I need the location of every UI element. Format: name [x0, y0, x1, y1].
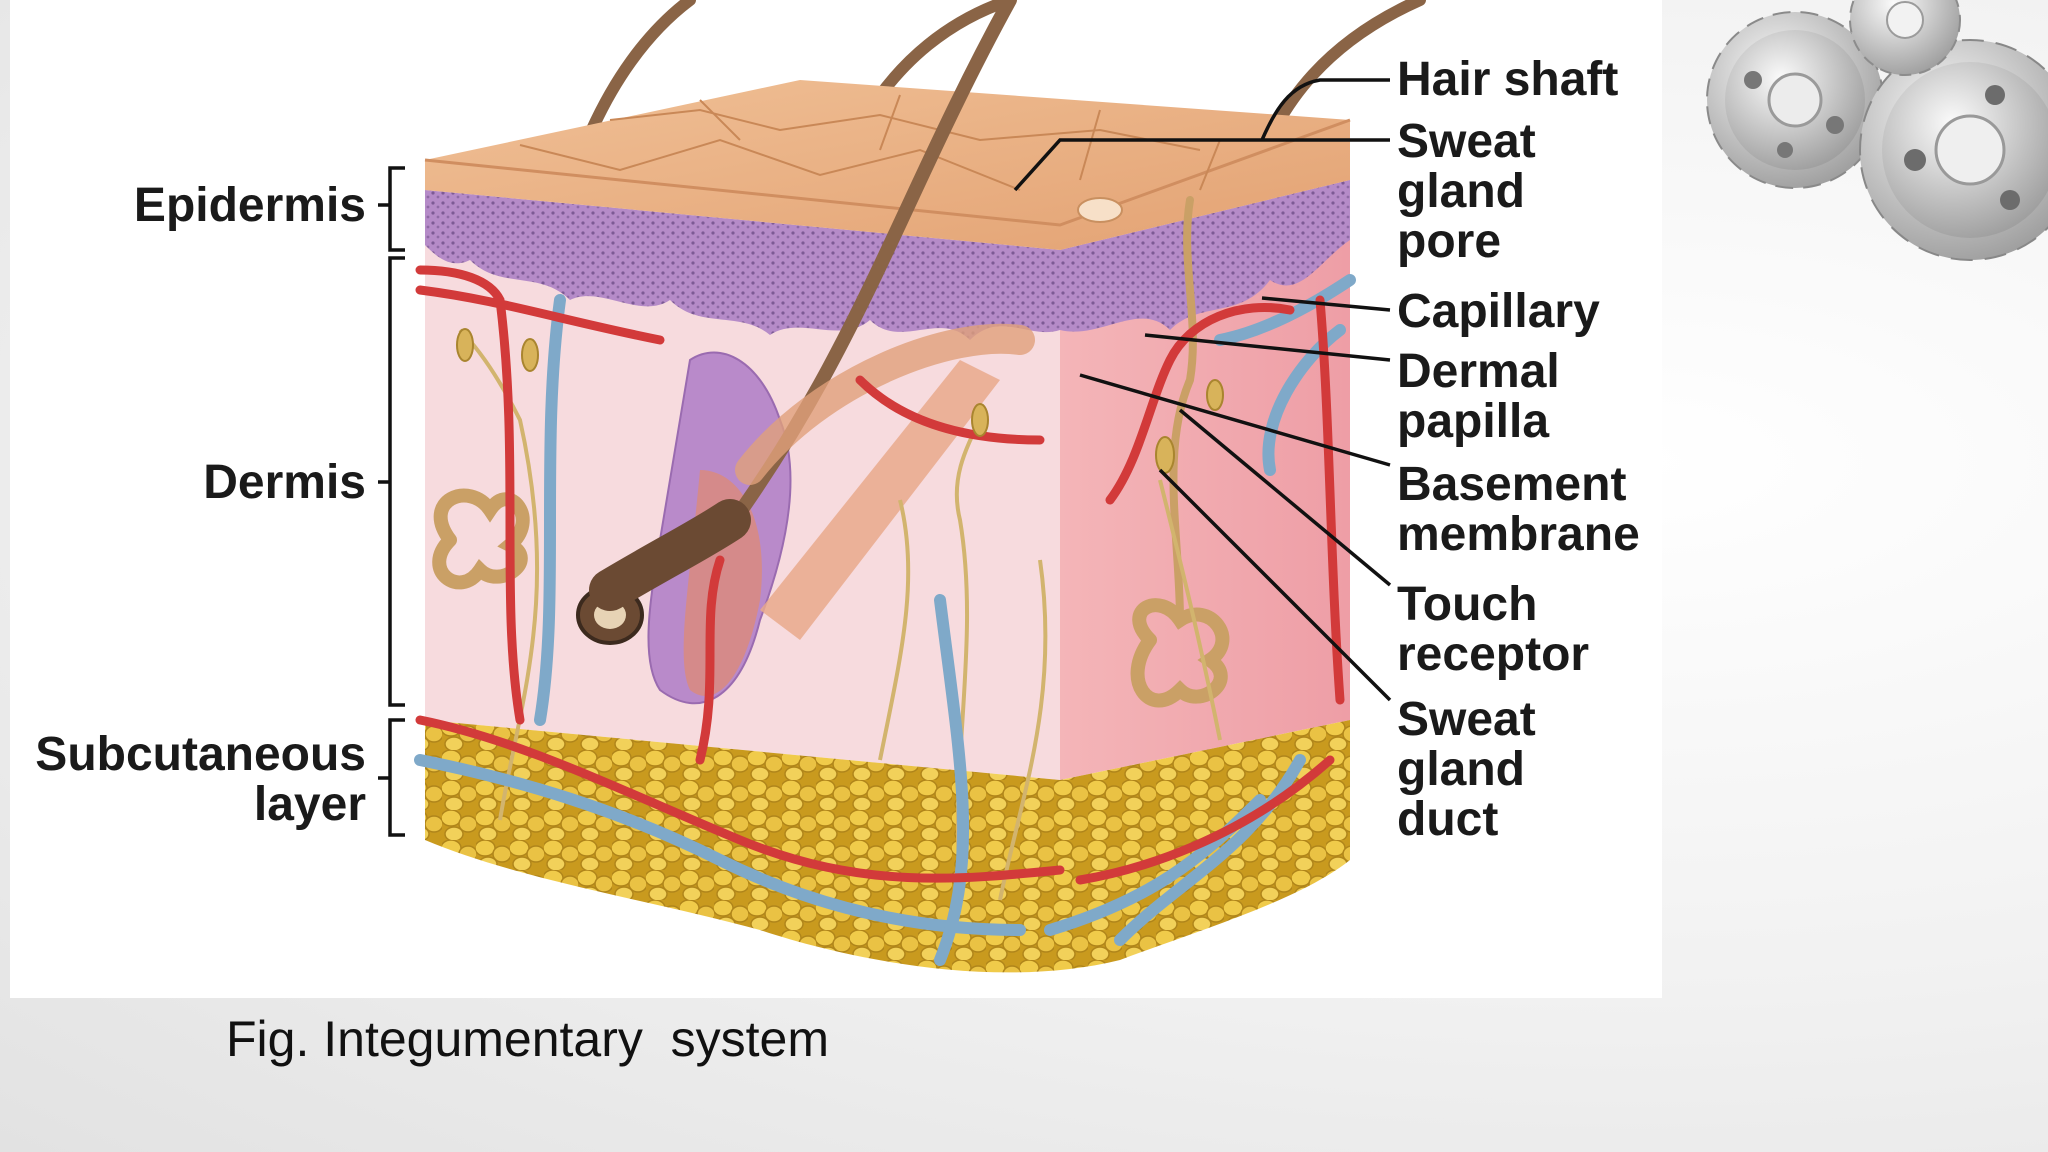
label-touch-receptor: receptor [1397, 628, 1589, 681]
label-sweat-gland-pore: gland [1397, 165, 1525, 218]
label-layer: layer [254, 778, 366, 831]
label-epidermis: Epidermis [134, 179, 366, 232]
nerves [458, 328, 1222, 901]
label-sweat-gland-pore: Sweat [1397, 115, 1536, 168]
label-sweat-gland-duct: Sweat [1397, 693, 1536, 746]
hair-follicle [576, 0, 1035, 705]
dermis-side [1060, 180, 1350, 780]
label-dermal-papilla: Dermal [1397, 345, 1560, 398]
label-hair-shaft: Hair shaft [1397, 53, 1618, 106]
label-dermal-papilla: papilla [1397, 395, 1549, 448]
touch-receptors [456, 328, 1224, 474]
label-touch-receptor: Touch [1397, 578, 1537, 631]
arteries [415, 265, 1345, 885]
label-sweat-gland-duct: duct [1397, 793, 1498, 846]
figure-caption: Fig. Integumentary system [226, 1011, 830, 1067]
leader-lines [1013, 78, 1392, 702]
label-dermis: Dermis [203, 456, 366, 509]
gears-decoration [1706, 0, 2048, 261]
label-sweat-gland-duct: gland [1397, 743, 1525, 796]
label-capillary: Capillary [1397, 285, 1600, 338]
gear-icon [1859, 39, 2048, 261]
layer-brackets [378, 166, 405, 837]
gear-icon [1849, 0, 1961, 76]
label-basement-membrane: Basement [1397, 458, 1626, 511]
label-sweat-gland-pore: pore [1397, 215, 1501, 268]
label-basement-membrane: membrane [1397, 508, 1640, 561]
gear-icon [1706, 11, 1884, 189]
label-subcutaneous: Subcutaneous [35, 728, 366, 781]
